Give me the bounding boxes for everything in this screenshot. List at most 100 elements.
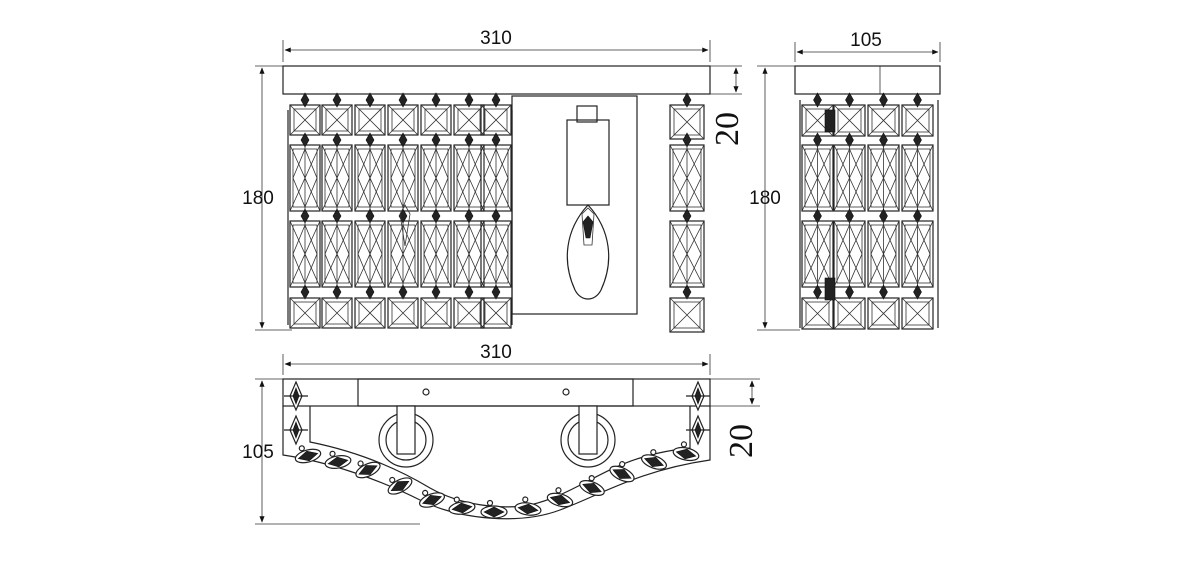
crystal-drop (284, 414, 308, 446)
crystal-square (801, 297, 834, 330)
crystal-bead (813, 284, 822, 300)
top-view: 310 105 20 (242, 342, 760, 525)
side-height-dimension: 180 (749, 65, 800, 331)
crystal-square (901, 297, 934, 330)
crystal-prism (901, 220, 934, 288)
crystal-prism (321, 144, 353, 212)
side-top-plate (794, 65, 941, 95)
front-plate-label: 20 (709, 112, 746, 146)
crystal-square (420, 297, 452, 329)
crystal-bead (682, 92, 692, 108)
crystal-square (453, 104, 485, 136)
crystal-drop (387, 476, 413, 495)
crystal-drop (579, 475, 605, 496)
crystal-prism (669, 220, 705, 288)
crystal-bead (879, 284, 888, 300)
top-width-dimension: 310 (282, 342, 711, 375)
crystal-prism (801, 144, 834, 212)
front-width-label: 310 (480, 28, 512, 49)
side-width-label: 105 (850, 30, 882, 51)
crystal-bead (398, 284, 408, 300)
side-height-label: 180 (749, 188, 781, 209)
crystal-drop (419, 489, 445, 508)
side-width-dimension: 105 (794, 30, 941, 62)
front-height-label: 180 (242, 188, 274, 209)
crystal-drop (609, 461, 635, 483)
crystal-bead (682, 284, 692, 300)
front-height-dimension: 180 (242, 65, 292, 331)
crystal-bead (365, 284, 375, 300)
crystal-prism (420, 144, 452, 212)
crystal-bead (332, 284, 342, 300)
crystal-drop (284, 380, 308, 412)
top-wall-plate (282, 378, 711, 407)
top-body-outline (309, 406, 691, 508)
crystal-square (387, 297, 419, 329)
crystal-bead (491, 284, 501, 300)
front-top-plate (282, 65, 711, 95)
side-view: 105 180 (749, 30, 941, 331)
crystal-bead (845, 92, 854, 108)
crystal-bead (845, 284, 854, 300)
crystal-prism (420, 220, 452, 288)
crystal-bead (332, 92, 342, 108)
crystal-square (354, 104, 386, 136)
top-depth-label: 105 (242, 442, 274, 463)
crystal-bead (913, 92, 922, 108)
crystal-bead (464, 284, 474, 300)
crystal-drop (294, 445, 322, 464)
crystal-drop (686, 414, 710, 446)
crystal-bead (913, 284, 922, 300)
crystal-square (669, 297, 705, 333)
crystal-bead (300, 92, 310, 108)
front-crystal-column (669, 92, 705, 333)
front-view: 310 180 20 (242, 28, 746, 333)
crystal-prism (669, 144, 705, 212)
crystal-square (289, 297, 321, 329)
crystal-bead (879, 92, 888, 108)
crystal-square (420, 104, 452, 136)
crystal-drop (641, 449, 667, 470)
top-crystal-chain (284, 380, 710, 519)
crystal-drop (672, 441, 700, 462)
socket-ring-left (378, 405, 434, 468)
crystal-prism (801, 220, 834, 288)
top-plate-dimension: 20 (710, 378, 760, 458)
crystal-prism (289, 220, 321, 288)
crystal-prism (453, 144, 485, 212)
front-width-dimension: 310 (282, 28, 711, 62)
crystal-square (867, 104, 900, 137)
crystal-drop (324, 450, 352, 469)
crystal-square (867, 297, 900, 330)
crystal-prism (387, 144, 419, 212)
crystal-square (480, 297, 512, 329)
crystal-bead (365, 92, 375, 108)
front-crystal-panel (287, 92, 513, 329)
crystal-prism (867, 144, 900, 212)
crystal-prism (833, 220, 866, 288)
crystal-square (833, 104, 866, 137)
crystal-square (833, 297, 866, 330)
crystal-prism (321, 220, 353, 288)
front-plate-dimension: 20 (709, 65, 746, 146)
crystal-square (387, 104, 419, 136)
crystal-drop (686, 380, 710, 412)
crystal-prism (480, 144, 512, 212)
crystal-drop (546, 487, 574, 508)
crystal-prism (867, 220, 900, 288)
crystal-bead (431, 92, 441, 108)
top-depth-dimension: 105 (242, 378, 420, 525)
crystal-prism (289, 144, 321, 212)
crystal-square (480, 104, 512, 136)
crystal-drop (448, 496, 476, 515)
crystal-bead (431, 284, 441, 300)
crystal-bead (300, 284, 310, 300)
crystal-drop (514, 496, 542, 516)
top-width-label: 310 (480, 342, 512, 363)
crystal-square (354, 297, 386, 329)
crystal-square (453, 297, 485, 329)
crystal-square (321, 104, 353, 136)
side-crystal-panel (799, 92, 939, 330)
crystal-bead (813, 92, 822, 108)
